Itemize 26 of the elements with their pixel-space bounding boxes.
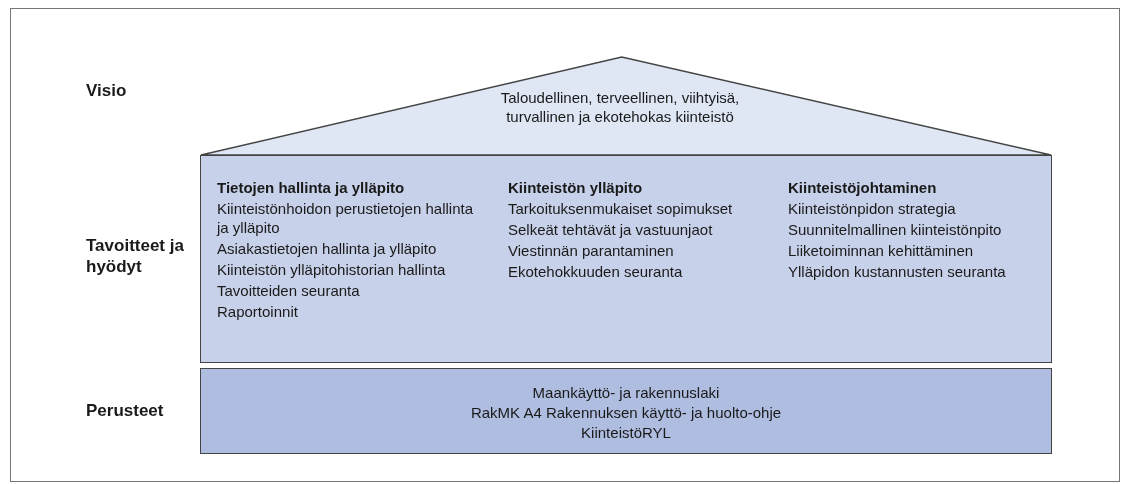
list-item: Asiakastietojen hallinta ja ylläpito bbox=[217, 239, 438, 258]
basis-text: KiinteistöRYL bbox=[581, 423, 671, 443]
list-item: Tavoitteiden seuranta bbox=[217, 281, 361, 300]
column-heading: Kiinteistön ylläpito bbox=[508, 178, 644, 197]
list-item: Tarkoituksenmukaiset sopimukset bbox=[508, 199, 734, 218]
list-item: Ekotehokkuuden seuranta bbox=[508, 262, 684, 281]
column-heading: Tietojen hallinta ja ylläpito bbox=[217, 178, 406, 197]
foundation-panel bbox=[200, 368, 1052, 454]
list-item: Selkeät tehtävät ja vastuunjaot bbox=[508, 220, 714, 239]
row-heading: Visio bbox=[86, 80, 128, 101]
roof-triangle bbox=[200, 56, 1052, 156]
list-item: Liiketoiminnan kehittäminen bbox=[788, 241, 975, 260]
list-item: Viestinnän parantaminen bbox=[508, 241, 675, 260]
list-item: Kiinteistönpidon strategia bbox=[788, 199, 957, 218]
basis-text: Maankäyttö- ja rakennuslaki bbox=[532, 383, 720, 403]
row-heading: Tavoitteet ja hyödyt bbox=[86, 235, 185, 277]
column-heading: Kiinteistöjohtaminen bbox=[788, 178, 938, 197]
list-item: Ylläpidon kustannusten seuranta bbox=[788, 262, 1007, 281]
goals-panel bbox=[200, 155, 1052, 363]
list-item: Kiinteistön ylläpitohistorian hallinta bbox=[217, 260, 447, 279]
vision-text: Taloudellinen, terveellinen, viihtyisä, turvallinen ja ekotehokas kiinteistö bbox=[499, 88, 741, 126]
row-heading: Perusteet bbox=[86, 400, 165, 421]
list-item: Raportoinnit bbox=[217, 302, 299, 321]
basis-text: RakMK A4 Rakennuksen käyttö- ja huolto-ohje bbox=[470, 403, 782, 423]
list-item: Kiinteistönhoidon perustietojen hallinta ja ylläpito bbox=[217, 199, 474, 237]
list-item: Suunnitelmallinen kiinteistönpito bbox=[788, 220, 1003, 239]
